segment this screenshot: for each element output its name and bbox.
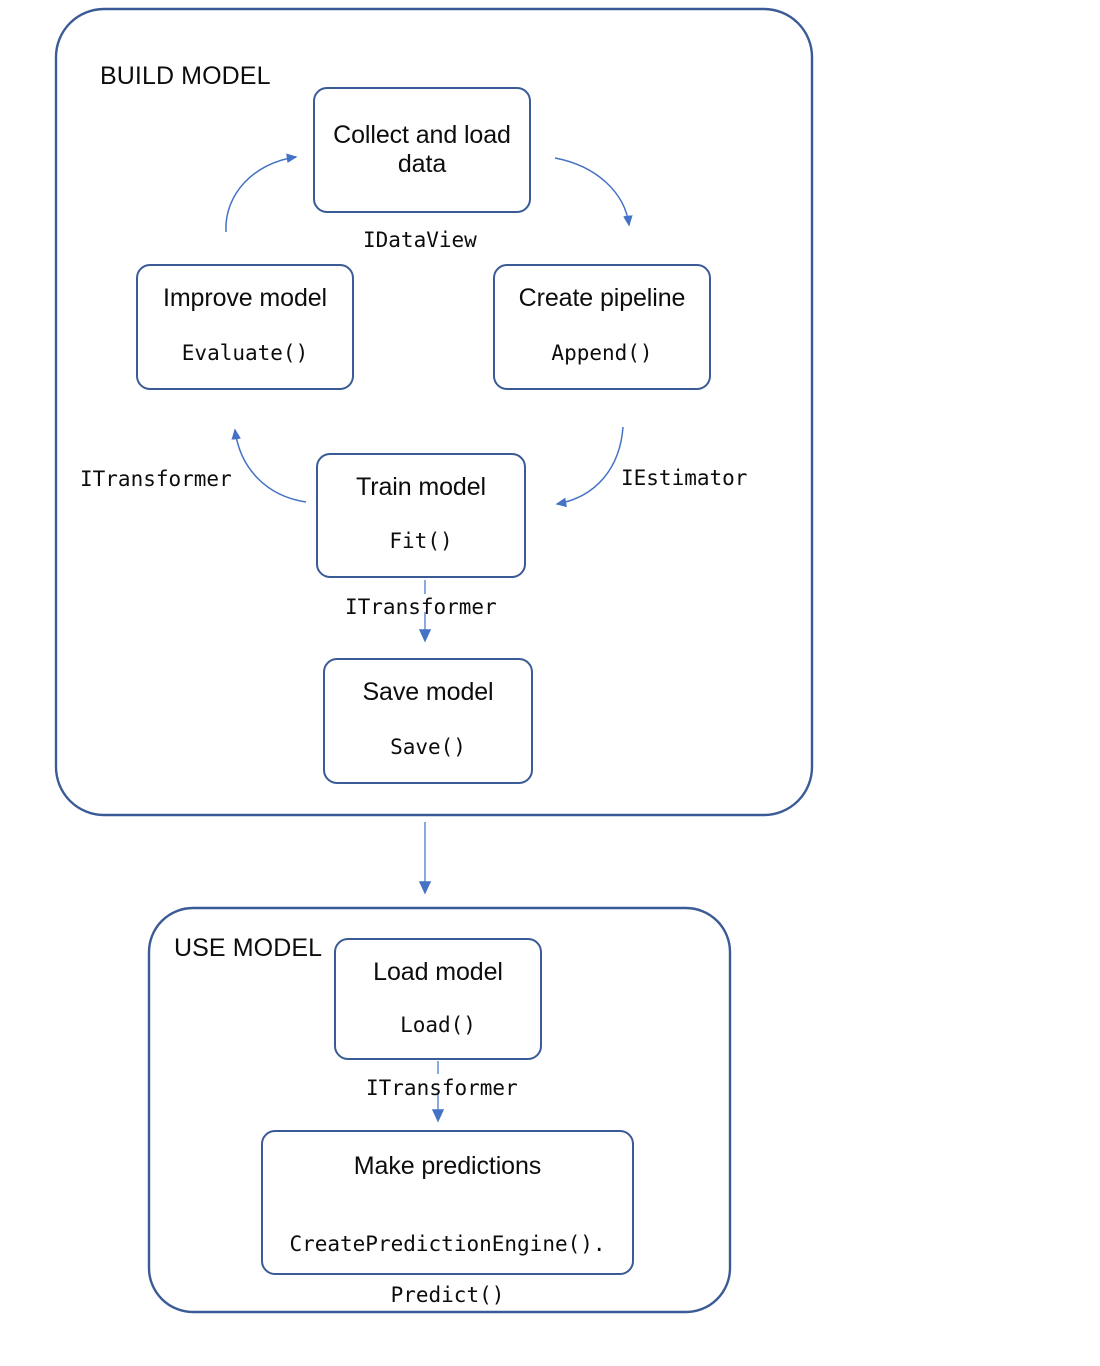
arrow-collect-to-pipeline <box>554 157 633 227</box>
node-load-api: Load() <box>400 1013 476 1037</box>
arrow-pipeline-to-train <box>555 426 624 508</box>
edge-label-itransformer-train-save: ITransformer <box>345 595 497 619</box>
node-collect-title: Collect and load data <box>333 121 511 179</box>
node-save-title: Save model <box>362 678 494 706</box>
edge-label-idataview: IDataView <box>363 228 477 252</box>
node-train-api: Fit() <box>389 529 453 553</box>
build-model-container <box>54 7 814 817</box>
node-train-model[interactable]: Train model Fit() <box>316 453 526 578</box>
node-collect-title-line2: data <box>397 150 447 178</box>
use-model-container <box>147 906 732 1314</box>
arrow-train-to-improve <box>231 428 307 503</box>
node-save-model[interactable]: Save model Save() <box>323 658 533 784</box>
node-pipeline-api: Append() <box>551 341 653 365</box>
node-improve-model[interactable]: Improve model Evaluate() <box>136 264 354 390</box>
node-pipeline-title: Create pipeline <box>518 284 686 312</box>
node-train-title: Train model <box>356 473 486 501</box>
node-save-api: Save() <box>390 735 466 759</box>
node-predict-api-line1: CreatePredictionEngine(). <box>289 1232 606 1257</box>
edge-label-iestimator: IEstimator <box>621 466 748 490</box>
node-predict-api-line2: Predict() <box>390 1282 505 1307</box>
use-model-label: USE MODEL <box>174 934 323 962</box>
node-create-pipeline[interactable]: Create pipeline Append() <box>493 264 711 390</box>
node-collect-and-load-data[interactable]: Collect and load data <box>313 87 531 213</box>
edge-label-itransformer-improve: ITransformer <box>80 467 232 491</box>
build-model-label: BUILD MODEL <box>100 62 271 90</box>
node-load-title: Load model <box>373 958 503 986</box>
node-predict-api: CreatePredictionEngine(). Predict() <box>289 1207 605 1308</box>
node-predict-title: Make predictions <box>353 1152 542 1180</box>
node-improve-title: Improve model <box>162 284 328 312</box>
node-make-predictions[interactable]: Make predictions CreatePredictionEngine(… <box>261 1130 634 1307</box>
node-improve-api: Evaluate() <box>181 341 309 365</box>
node-collect-title-line1: Collect and load <box>333 121 511 149</box>
node-load-model[interactable]: Load model Load() <box>334 938 542 1060</box>
edge-label-itransformer-load-predict: ITransformer <box>366 1076 518 1100</box>
arrow-improve-to-collect <box>225 153 298 233</box>
